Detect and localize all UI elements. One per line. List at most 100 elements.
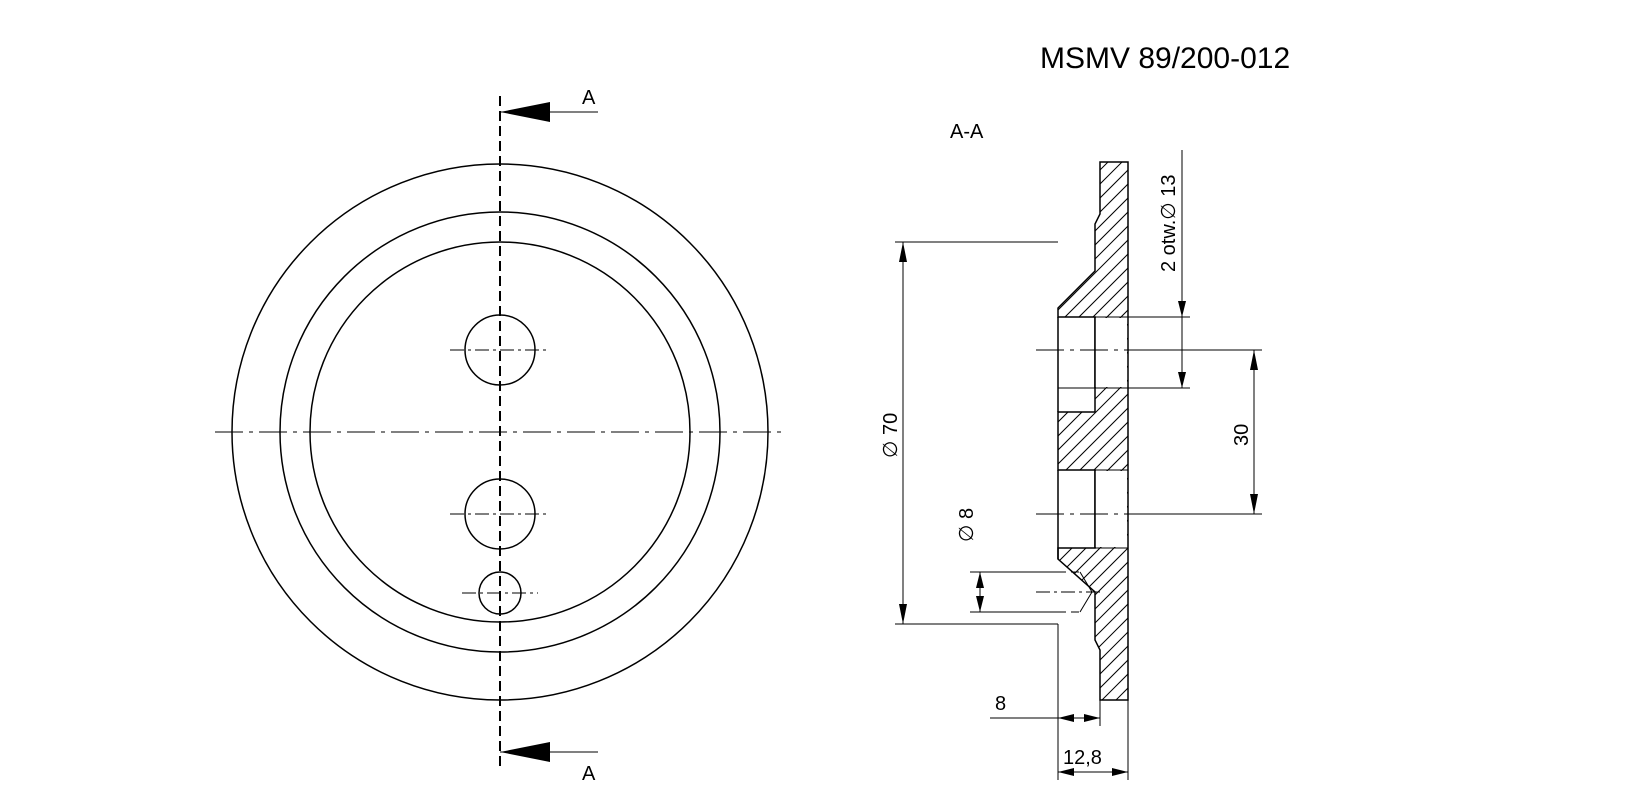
hatch-line (1058, 162, 1128, 700)
hatch-line (1390, 120, 1636, 720)
dim8-arrow-bottom (976, 596, 984, 612)
section-arrow-top-head (500, 102, 550, 122)
hatch-line (1058, 162, 1128, 700)
dim8-arrow-top (976, 572, 984, 588)
hatch-line (1058, 162, 1128, 700)
hatch-line (1058, 162, 1128, 700)
hatch-line (1058, 162, 1128, 700)
cut-label-top: A (582, 87, 596, 109)
hatch-line (1250, 120, 1636, 720)
hatch-line (1194, 120, 1636, 720)
hatch-line (1278, 120, 1636, 720)
hatch-line (1474, 120, 1636, 720)
hatch-line (1502, 120, 1636, 720)
dim-outer-diameter: ∅ 70 (880, 413, 902, 458)
dim8b-arrow-right (1084, 714, 1100, 722)
hatch-line (1208, 120, 1636, 720)
dim30-arrow-bottom (1250, 494, 1258, 514)
hatch-line (1530, 120, 1636, 720)
hatch-line (1348, 120, 1636, 720)
hatch-line (1152, 120, 1636, 720)
hatch-line (1058, 162, 1128, 700)
hatch-line (1058, 162, 1128, 700)
dim-flange-step: 8 (995, 693, 1006, 715)
dim128-arrow-left (1058, 768, 1074, 776)
cut-label-bottom: A (582, 763, 596, 785)
blind-hole-tip-bottom (1079, 591, 1093, 613)
hatch-line (1058, 162, 1081, 700)
hatch-line (1544, 120, 1636, 720)
dim128-arrow-right (1112, 768, 1128, 776)
hatch-line (1264, 120, 1636, 720)
hatch-line (1058, 162, 1128, 700)
hatch-line (1362, 120, 1636, 720)
section-arrow-bottom-head (500, 742, 550, 762)
hatch-line (1058, 162, 1128, 700)
hatch-line (1058, 162, 1109, 700)
hatch-line (1058, 162, 1123, 700)
hatch-line (1058, 162, 1128, 700)
hatch-line (1058, 162, 1128, 700)
bore-void (1059, 471, 1127, 547)
hatch-line (1166, 120, 1636, 720)
hatch-line (1058, 162, 1128, 700)
hatch-line (1236, 120, 1636, 720)
section-label: A-A (950, 121, 984, 143)
hatch-line (1586, 120, 1636, 720)
bore-void (1059, 318, 1127, 387)
hatch-line (1058, 162, 1128, 700)
hatch-line (1058, 162, 1128, 700)
hatch-line (1334, 120, 1636, 720)
dim-hole-spacing: 30 (1231, 424, 1253, 446)
hatch-line (1058, 162, 1128, 700)
hatch-line (1058, 162, 1128, 700)
hatch-line (1446, 120, 1636, 720)
hatch-line (1058, 162, 1095, 700)
dim70-arrow-top (899, 242, 907, 262)
dim-holes-note: 2 otw.∅ 13 (1158, 175, 1180, 272)
dim13-arrow-bottom (1178, 372, 1186, 388)
hatch-line (1109, 162, 1128, 700)
dim8b-arrow-left (1058, 714, 1074, 722)
hatch-line (1058, 162, 1128, 700)
hatch-line (1067, 162, 1128, 700)
hatch-line (1123, 162, 1128, 700)
hatch-line (1058, 162, 1128, 700)
hatch-line (1404, 120, 1636, 720)
hatch-line (1058, 162, 1128, 700)
blind-hole-tip-top (1079, 571, 1093, 593)
section-view: A-A ∅ 70 (880, 120, 1636, 780)
hatch-line (1058, 162, 1128, 700)
hatch-line (1058, 162, 1128, 700)
hatch-line (1292, 120, 1636, 720)
hatch-line (1306, 120, 1636, 720)
hatch-line (1418, 120, 1636, 720)
hatch-line (1058, 162, 1128, 700)
hatch-line (1138, 120, 1636, 720)
hatch-line (1058, 162, 1128, 700)
hatch-line (1222, 120, 1636, 720)
hatch-line (1058, 162, 1128, 700)
drawing-number: MSMV 89/200-012 (1040, 42, 1290, 75)
hatch-line (1180, 120, 1636, 720)
front-view: A A (215, 87, 785, 785)
dim30-arrow-top (1250, 350, 1258, 370)
dim-total-thickness: 12,8 (1063, 747, 1102, 769)
hatch-line (1058, 162, 1128, 700)
hatch-line (1516, 120, 1636, 720)
hatch-line (1058, 162, 1128, 700)
hatch-line (1558, 120, 1636, 720)
section-outline (1057, 161, 1129, 701)
hatch-line (1572, 120, 1636, 720)
hatch-line (1460, 120, 1636, 720)
dim-small-hole: ∅ 8 (956, 508, 978, 542)
hatch-line (1376, 120, 1636, 720)
hatch-line (1058, 162, 1128, 700)
dim13-arrow-top (1178, 301, 1186, 317)
hatch-line (1320, 120, 1636, 720)
dim70-arrow-bottom (899, 604, 907, 624)
hatch-line (1058, 162, 1128, 700)
hatch-line (1488, 120, 1636, 720)
hatch-line (1432, 120, 1636, 720)
